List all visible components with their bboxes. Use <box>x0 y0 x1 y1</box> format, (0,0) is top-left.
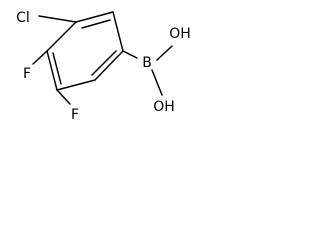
hydroxyl-label-bottom: OH <box>153 99 175 115</box>
ring-double-bond-1 <box>81 19 111 29</box>
bond-to-b <box>122 50 138 59</box>
ring-double-bond-3 <box>52 52 62 85</box>
ring-bond-6 <box>46 21 77 52</box>
bond-to-f2 <box>56 89 71 105</box>
ring-bond-2 <box>112 11 124 52</box>
molecule-diagram: Cl F F B OH OH <box>16 10 191 123</box>
bond-to-cl <box>38 15 77 23</box>
structure-canvas: Cl F F B OH OH <box>0 0 206 138</box>
bond-to-f1 <box>32 50 48 65</box>
hydroxyl-label-top: OH <box>169 26 191 42</box>
fluorine-label-left: F <box>23 66 31 82</box>
ring-bond-5 <box>46 50 58 91</box>
chlorine-label: Cl <box>16 10 30 26</box>
bond-b-oh2 <box>151 69 163 96</box>
boron-label: B <box>142 55 152 71</box>
fluorine-label-bottom: F <box>71 107 79 123</box>
bond-b-oh1 <box>156 45 173 61</box>
ring-bond-3 <box>94 50 124 81</box>
ring-bond-4 <box>56 79 96 91</box>
ring-bond-1 <box>75 11 114 23</box>
ring-double-bond-2 <box>91 50 117 76</box>
